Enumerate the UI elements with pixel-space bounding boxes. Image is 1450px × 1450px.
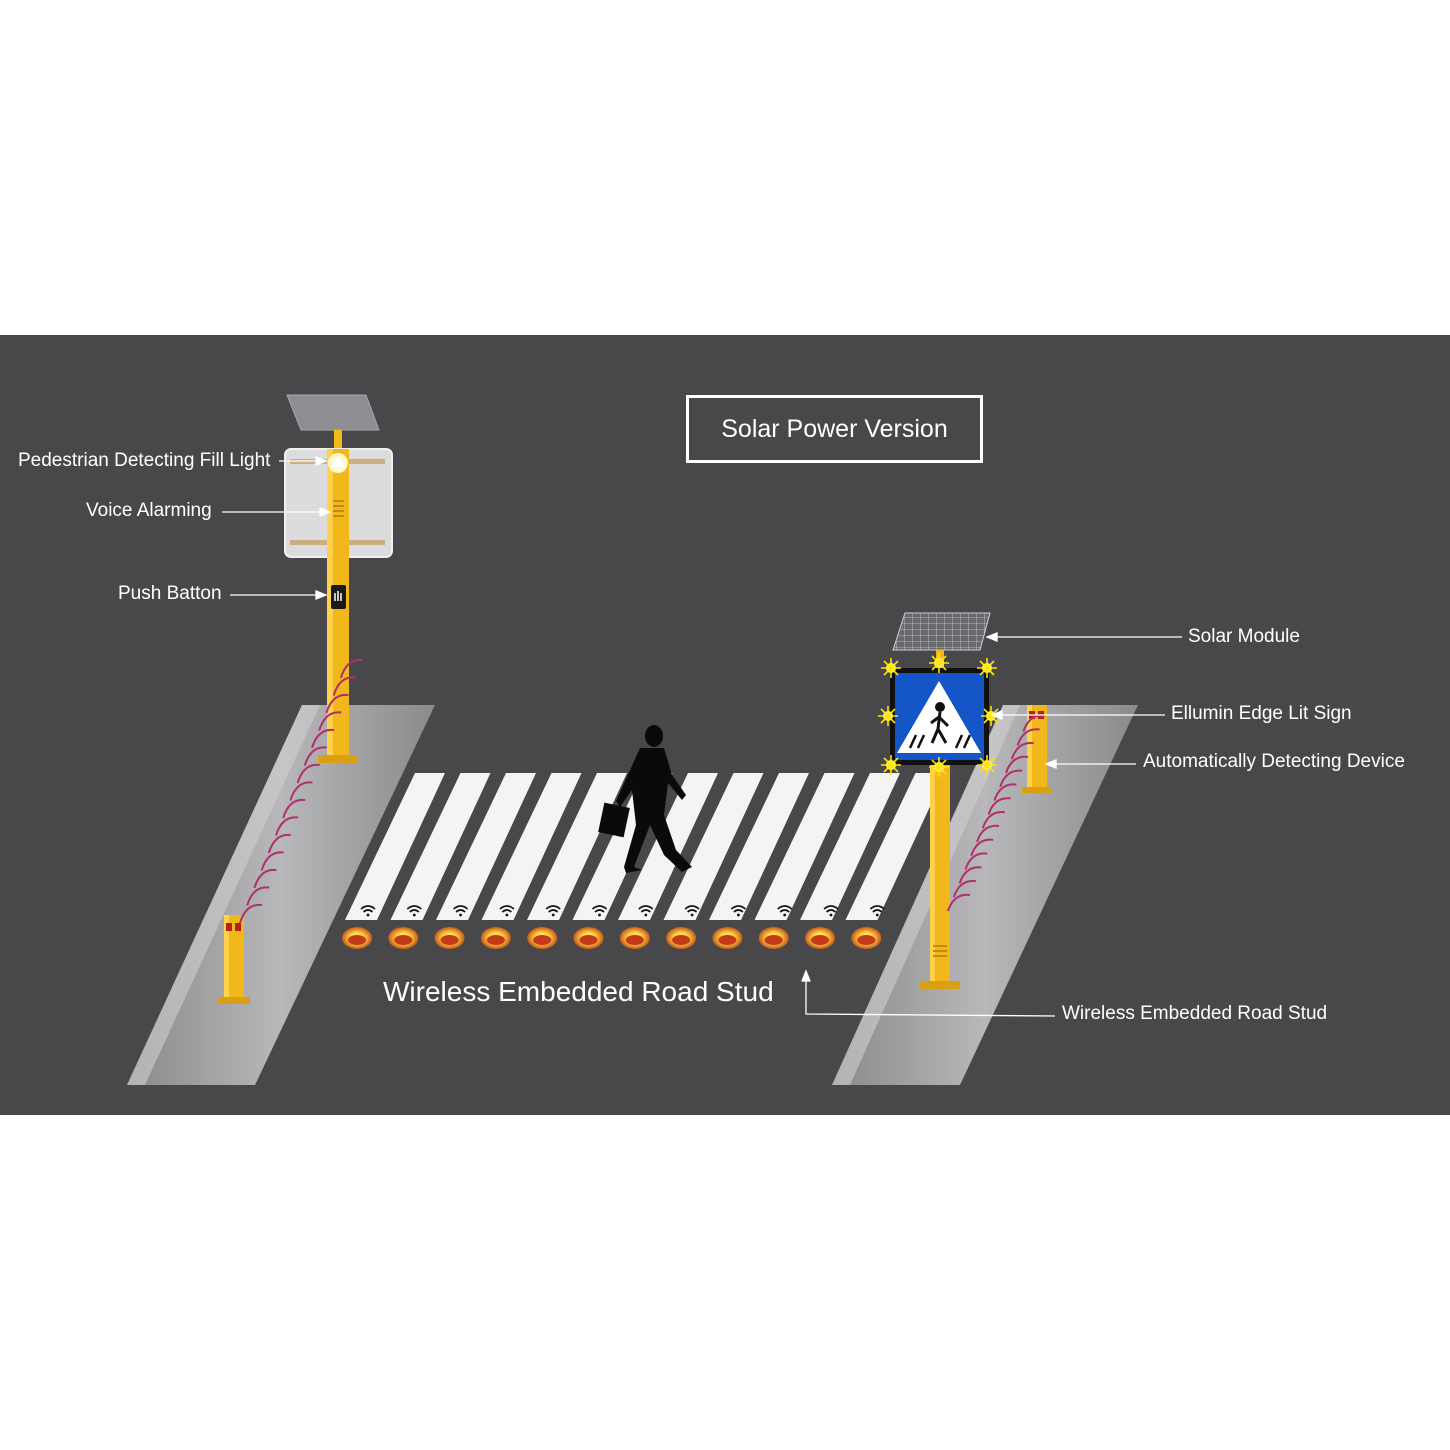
led-flash-icon — [881, 658, 901, 678]
sign-led-flash-icons — [878, 653, 1001, 777]
left-detection-waves — [239, 658, 363, 924]
right-sidewalk — [832, 705, 1138, 1085]
wifi-icon — [777, 905, 793, 917]
diagram-title: Solar Power Version — [721, 414, 948, 443]
detection-wave — [303, 746, 327, 766]
road-stud-icon — [434, 927, 465, 949]
label-voice-alarming: Voice Alarming — [86, 500, 212, 521]
road-stud-icon — [342, 927, 372, 949]
detection-wave — [253, 868, 277, 889]
label-road-stud-center: Wireless Embedded Road Stud — [383, 976, 774, 1007]
detection-wave — [267, 833, 291, 854]
detection-wave — [239, 903, 263, 924]
detection-wave — [296, 763, 320, 784]
crosswalk-stripe — [436, 773, 536, 920]
detection-wave — [275, 816, 299, 836]
detection-wave — [958, 866, 982, 884]
road-stud-icon — [480, 927, 511, 949]
wifi-icon — [730, 905, 746, 917]
label-edge-lit-sign: Ellumin Edge Lit Sign — [1171, 703, 1352, 724]
detection-wave — [970, 838, 994, 857]
road-stud-icon — [851, 927, 882, 949]
label-push-button: Push Batton — [118, 583, 222, 604]
detection-wave — [282, 798, 306, 819]
wifi-icon — [869, 905, 885, 917]
wifi-icon — [406, 905, 422, 917]
left-sidewalk — [127, 705, 435, 1085]
detection-wave — [289, 781, 313, 801]
left-solar-panel-icon — [286, 394, 380, 431]
wifi-icon — [360, 905, 376, 917]
right-solar-panel-icon — [892, 612, 991, 651]
detection-wave — [1005, 755, 1029, 774]
crosswalk-stripe — [481, 773, 582, 920]
road-stud-row — [342, 905, 885, 949]
road-stud-icon — [758, 927, 789, 949]
speaker-grille-icon — [333, 500, 344, 517]
wifi-icon — [684, 905, 700, 917]
leader-lines — [222, 456, 1182, 1017]
detection-wave — [318, 711, 342, 731]
road-stud-icon — [573, 927, 604, 949]
crosswalk-stripe — [800, 773, 900, 920]
led-flash-icon — [981, 706, 1001, 726]
label-road-stud-right: Wireless Embedded Road Stud — [1062, 1003, 1328, 1024]
briefcase-icon — [598, 802, 630, 838]
crosswalk-stripe — [709, 773, 809, 920]
wifi-icon — [453, 905, 469, 917]
detection-wave — [987, 797, 1011, 815]
road-stud-icon — [527, 927, 558, 949]
wifi-icon — [823, 905, 839, 917]
road-stud-icon — [712, 927, 743, 949]
walking-man-icon — [598, 725, 692, 873]
detection-wave — [332, 676, 356, 696]
road-stud-icon — [666, 927, 697, 949]
road-stud-icon — [388, 927, 419, 949]
led-flash-icon — [878, 706, 898, 726]
wifi-icon — [545, 905, 561, 917]
led-flash-icon — [929, 653, 949, 673]
detection-wave — [993, 783, 1017, 801]
wifi-icon — [638, 905, 654, 917]
detection-wave — [981, 811, 1005, 829]
diagram-scene: Solar Power Version Pedestrian Detecting… — [0, 335, 1450, 1115]
detection-wave — [976, 824, 1000, 843]
detection-wave — [311, 728, 335, 749]
detection-wave — [952, 880, 976, 898]
detection-wave — [246, 886, 270, 906]
led-flash-icon — [977, 658, 997, 678]
led-flash-icon — [977, 755, 997, 775]
detection-wave — [1010, 742, 1034, 760]
crosswalk-stripe — [345, 773, 445, 920]
detection-wave — [999, 769, 1023, 788]
crosswalk-stripe — [527, 773, 627, 920]
right-pole-assembly — [878, 612, 1001, 989]
crosswalk-stripe — [754, 773, 855, 920]
detection-wave — [964, 852, 988, 870]
led-flash-icon — [881, 755, 901, 775]
road-stud-icon — [805, 927, 835, 949]
label-solar-module: Solar Module — [1188, 626, 1300, 647]
label-detecting-device: Automatically Detecting Device — [1143, 751, 1405, 772]
detection-wave — [1016, 728, 1040, 746]
wifi-icon — [499, 905, 515, 917]
detection-wave — [260, 851, 284, 871]
title-box: Solar Power Version — [686, 395, 983, 463]
detection-wave — [325, 693, 349, 714]
speaker-grille-icon-right — [933, 945, 947, 957]
wifi-icon — [591, 905, 608, 917]
left-bollard — [218, 915, 250, 1004]
road-stud-icon — [619, 927, 650, 949]
detection-wave — [947, 893, 971, 912]
left-pole-assembly — [284, 394, 393, 763]
led-flash-icon — [929, 757, 949, 777]
crosswalk-stripe — [390, 773, 491, 920]
crosswalk-stripe — [663, 773, 764, 920]
right-detection-waves — [947, 714, 1046, 912]
crosswalk-stripe — [845, 773, 946, 920]
detection-wave — [339, 658, 363, 679]
diagram-artwork — [127, 394, 1182, 1085]
label-fill-light: Pedestrian Detecting Fill Light — [18, 450, 271, 471]
